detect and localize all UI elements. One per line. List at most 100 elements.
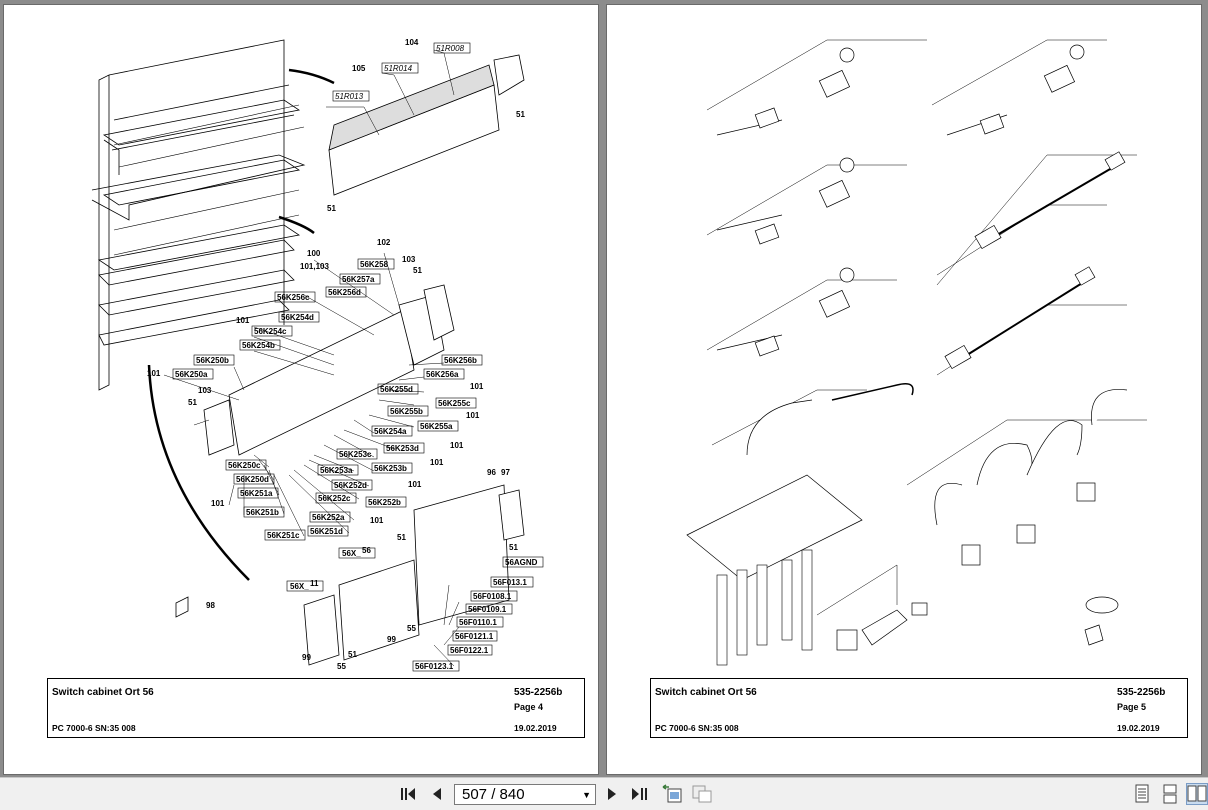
- callout: 96: [487, 468, 496, 477]
- callout: 11: [310, 579, 319, 588]
- callout: 56F013.1: [493, 578, 527, 587]
- callout: 56K256a: [426, 370, 459, 379]
- callout: 56K250a: [175, 370, 208, 379]
- callout: 101: [370, 516, 384, 525]
- callout: 56K253b: [374, 464, 407, 473]
- page-swap-icon: [662, 784, 682, 803]
- callout: 56K254c: [254, 327, 287, 336]
- callout: 99: [302, 653, 311, 662]
- callout: 55: [407, 624, 416, 633]
- callout: 104: [405, 38, 419, 47]
- callout: 56K257a: [342, 275, 375, 284]
- callout: 56K255c: [438, 399, 471, 408]
- callout: 56K255b: [390, 407, 423, 416]
- drawing-title: Switch cabinet Ort 56: [52, 687, 154, 698]
- callout: 56K251a: [240, 489, 273, 498]
- document-number: 535-2256b: [1117, 687, 1166, 698]
- callout: 56K253d: [386, 444, 419, 453]
- callout: 56K254b: [242, 341, 275, 350]
- drawing-title: Switch cabinet Ort 56: [655, 687, 757, 698]
- page-label: Page 4: [514, 702, 544, 712]
- compare-page-button[interactable]: [690, 783, 714, 805]
- document-date: 19.02.2019: [514, 723, 557, 733]
- callout: 101: [408, 480, 422, 489]
- single-page-view-button[interactable]: [1132, 783, 1152, 805]
- callout: 56F0121.1: [455, 632, 494, 641]
- continuous-view-button[interactable]: [1160, 783, 1180, 805]
- callout: 51: [348, 650, 357, 659]
- callout: 102: [377, 238, 391, 247]
- callout: 97: [501, 468, 510, 477]
- skip-back-icon: [401, 788, 415, 800]
- page-right: Switch cabinet Ort 56 PC 7000-6 SN:35 00…: [607, 5, 1201, 774]
- callout: 101: [450, 441, 464, 450]
- last-page-button[interactable]: [629, 783, 651, 805]
- callout: 56F0110.1: [459, 618, 497, 627]
- callout: 98: [206, 601, 215, 610]
- two-page-view-button[interactable]: [1186, 783, 1208, 805]
- callout: 51: [397, 533, 406, 542]
- callout: 51: [516, 110, 525, 119]
- previous-page-button[interactable]: [428, 783, 446, 805]
- callout: 51R013: [335, 92, 364, 101]
- document-number: 535-2256b: [514, 687, 563, 698]
- page-label: Page 5: [1117, 702, 1147, 712]
- callout: 56K256b: [444, 356, 477, 365]
- callout: 55: [337, 662, 346, 671]
- callout: 56K252c: [318, 494, 351, 503]
- callout: 103: [198, 386, 212, 395]
- callout: 56F0108.1: [473, 592, 512, 601]
- first-page-button[interactable]: [398, 783, 418, 805]
- callout: 56K251b: [246, 508, 279, 517]
- page-left: 51R008 51R014 51R013 104 105 51 51 102 1…: [4, 5, 598, 774]
- callout: 56K255a: [420, 422, 453, 431]
- callout: 56X_: [342, 549, 361, 558]
- callout: 51: [327, 204, 336, 213]
- callout: 51R014: [384, 64, 413, 73]
- title-block: Switch cabinet Ort 56 PC 7000-6 SN:35 00…: [47, 678, 585, 738]
- callout: 56F0123.1: [415, 662, 454, 671]
- two-page-icon: [1187, 785, 1207, 802]
- callout: 101: [211, 499, 225, 508]
- callout: 56K251c: [267, 531, 300, 540]
- callout: 56K250d: [236, 475, 269, 484]
- callout: 101: [470, 382, 484, 391]
- callout: 100: [307, 249, 321, 258]
- callout: 56K252b: [368, 498, 401, 507]
- parts-drawing-left: 51R008 51R014 51R013 104 105 51 51 102 1…: [91, 38, 544, 672]
- rotate-page-button[interactable]: [660, 783, 684, 805]
- title-block: Switch cabinet Ort 56 PC 7000-6 SN:35 00…: [650, 678, 1188, 738]
- chevron-down-icon: ▼: [582, 790, 591, 800]
- page-number-select[interactable]: 507 / 840 ▼: [454, 784, 596, 805]
- next-page-button[interactable]: [603, 783, 621, 805]
- triangle-left-icon: [433, 788, 441, 800]
- callout: 56K255d: [380, 385, 413, 394]
- callout: 56F0122.1: [450, 646, 489, 655]
- callout: 51R008: [436, 44, 465, 53]
- document-viewer[interactable]: 51R008 51R014 51R013 104 105 51 51 102 1…: [0, 0, 1208, 777]
- callout: 56K258: [360, 260, 389, 269]
- callout: 51: [509, 543, 518, 552]
- callout: 56K256d: [328, 288, 361, 297]
- triangle-right-icon: [608, 788, 616, 800]
- callout: 105: [352, 64, 366, 73]
- callout: 101: [236, 316, 250, 325]
- callout: 56K251d: [310, 527, 343, 536]
- page-overlay-icon: [692, 785, 712, 803]
- navigation-toolbar: 507 / 840 ▼: [0, 777, 1208, 810]
- callout: 56K252d: [334, 481, 367, 490]
- callout: 56K253c: [339, 450, 372, 459]
- callout: 101: [430, 458, 444, 467]
- callout: 56K253a: [320, 466, 353, 475]
- callout: 101,103: [300, 262, 329, 271]
- callout: 101: [466, 411, 480, 420]
- callout: 51: [188, 398, 197, 407]
- callout: 56K256c: [277, 293, 310, 302]
- document-date: 19.02.2019: [1117, 723, 1160, 733]
- callout: 56: [362, 546, 371, 555]
- callout: 103: [402, 255, 416, 264]
- callout: 56K254a: [374, 427, 407, 436]
- callout: 56F0109.1: [468, 605, 507, 614]
- callout: 56K250b: [196, 356, 229, 365]
- skip-forward-icon: [632, 788, 647, 800]
